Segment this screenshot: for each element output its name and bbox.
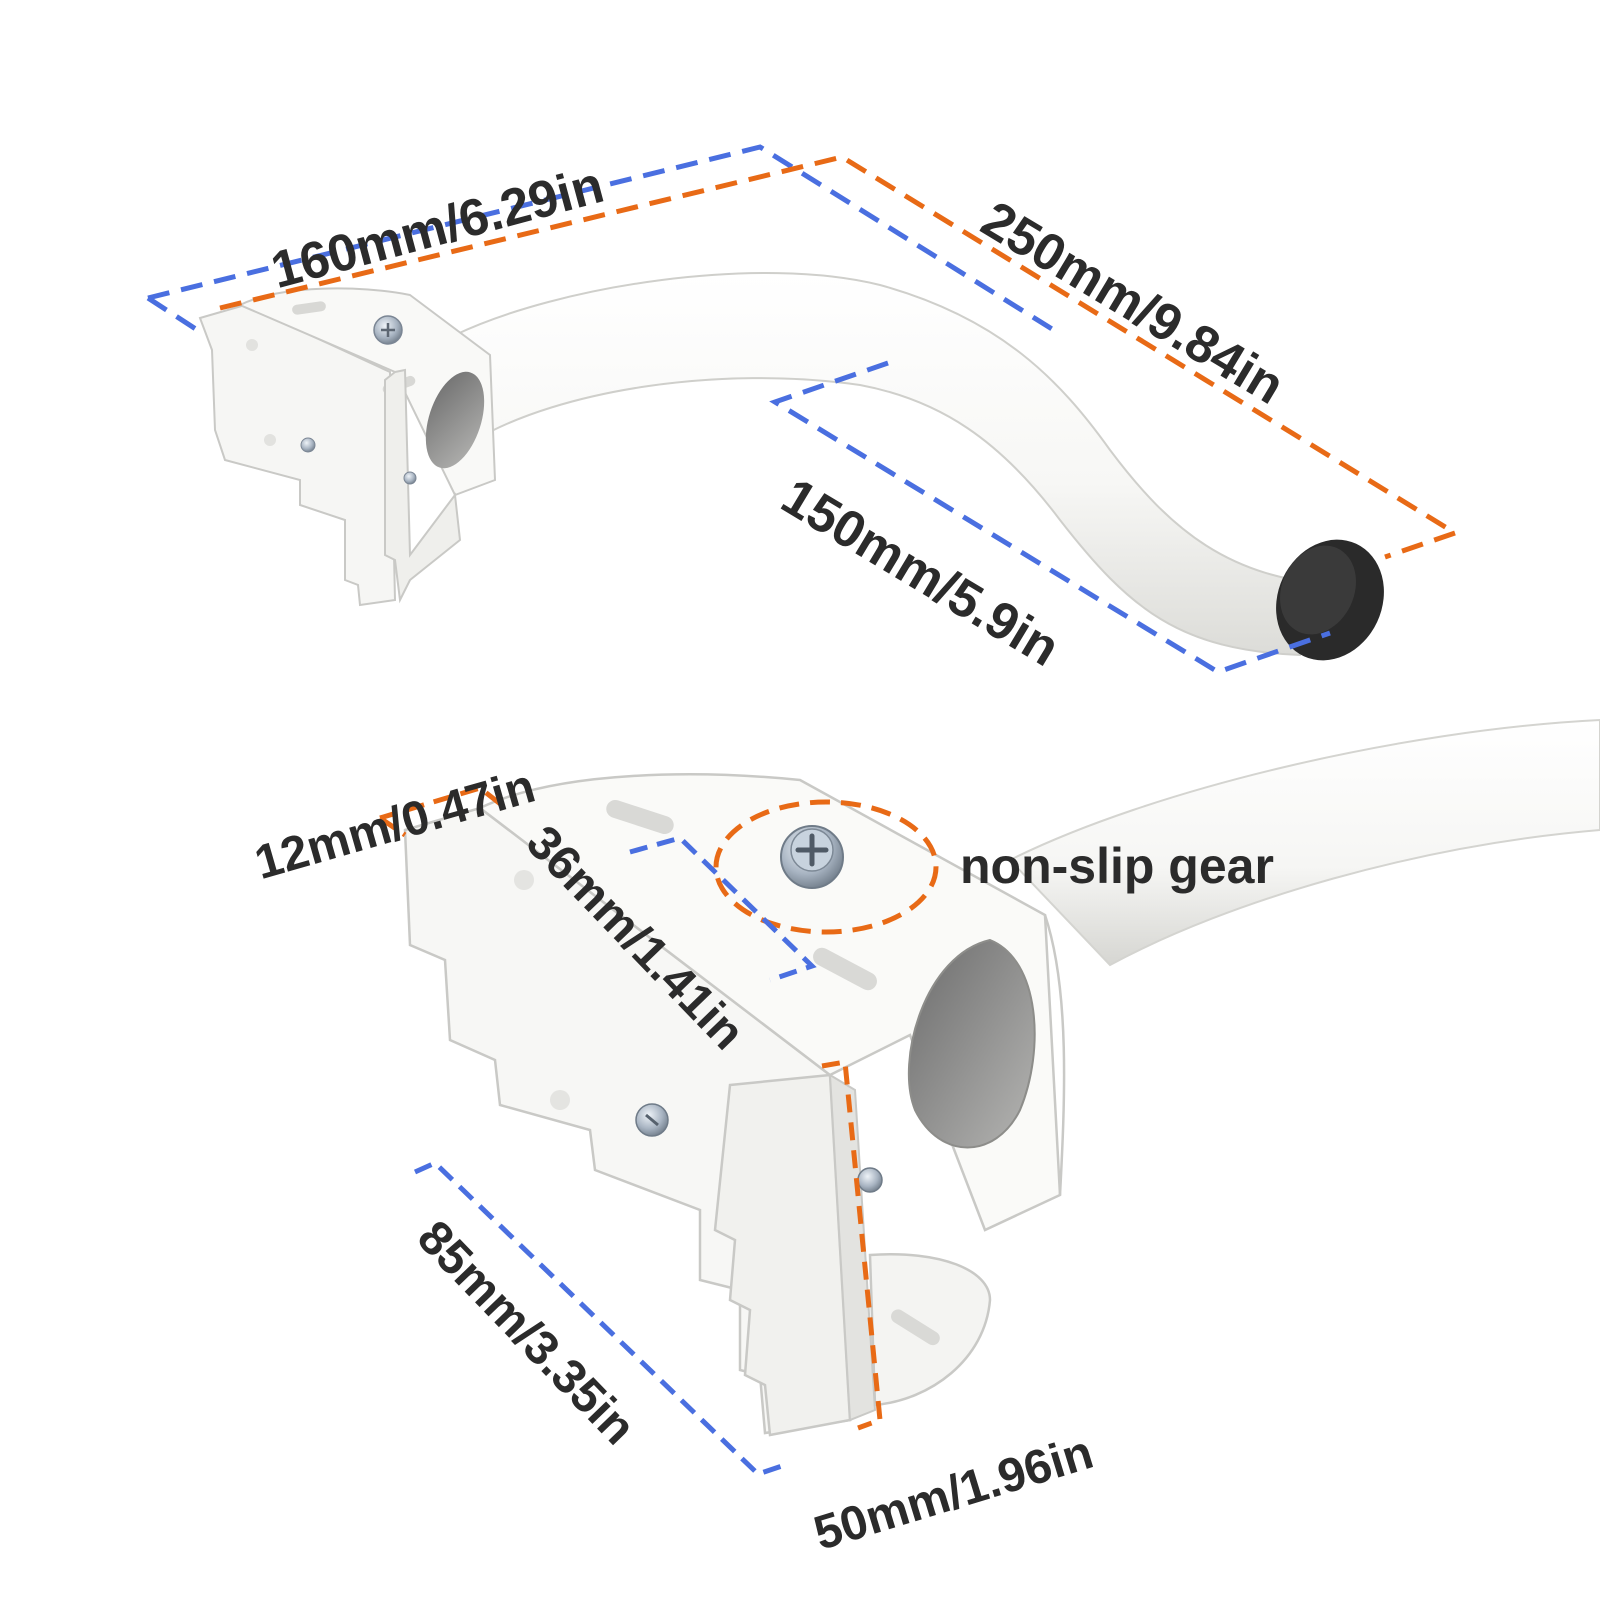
top-bracket-front-plate [384, 368, 462, 604]
gear-callout-circle [713, 799, 939, 935]
dim-line-250-orange-end [1384, 530, 1456, 560]
screw-icon [635, 1103, 669, 1137]
dim-line-36-blue [629, 835, 817, 983]
dim-line-12-orange [379, 785, 510, 821]
dim-line-160-blue [147, 144, 1062, 337]
dim-line-150-blue [769, 360, 1331, 675]
bottom-arm-tube [1008, 718, 1600, 967]
end-cap-icon [1276, 539, 1384, 661]
tube-opening [907, 938, 1036, 1149]
screw-icon [373, 315, 403, 345]
dim-line-85-blue [413, 1160, 783, 1477]
dim-line-50-orange [821, 1059, 883, 1431]
dim-line-160-blue-end [146, 295, 207, 338]
screw-icon [403, 471, 417, 485]
bottom-bracket-front-plate [713, 1073, 992, 1437]
bottom-bracket-saddle [477, 773, 1066, 1232]
screw-icon [857, 1167, 883, 1193]
dim-line-12-orange-end [378, 815, 407, 838]
top-bracket-saddle [237, 287, 497, 497]
bottom-bracket-assembly [378, 718, 1600, 1477]
screw-icon [780, 825, 844, 889]
top-bracket-assembly [146, 144, 1457, 675]
gear-callout-label: non-slip gear [960, 838, 1274, 894]
dim-line-250-orange [219, 154, 1457, 536]
screw-icon [300, 437, 316, 453]
